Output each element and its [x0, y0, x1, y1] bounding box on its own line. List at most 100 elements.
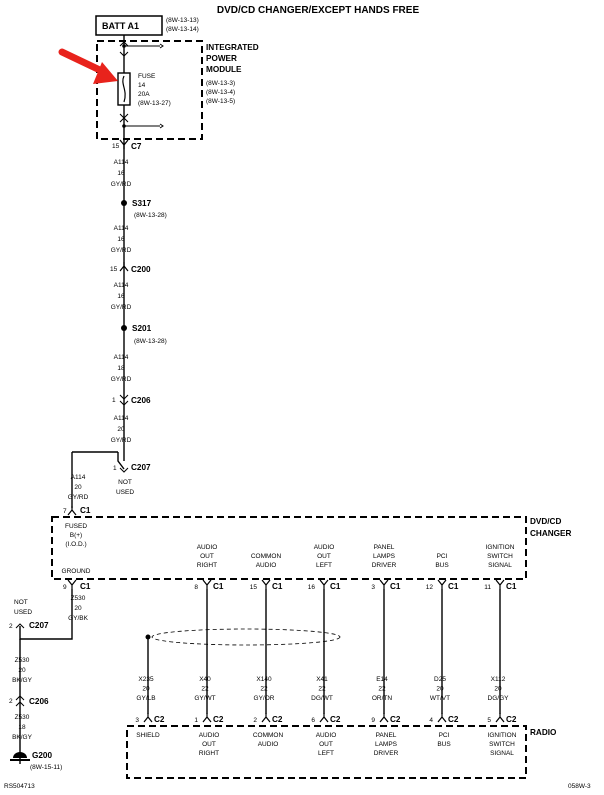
s317-name: S317 — [132, 199, 152, 208]
wire-label: X140 — [256, 676, 272, 683]
radio-pin-connector: C2 — [506, 715, 517, 724]
c206a-pin: 1 — [112, 397, 116, 404]
connector-fork-icon — [495, 713, 505, 723]
dvd-pin-connector: C1 — [390, 582, 401, 591]
seg1-circuit: A114 — [114, 159, 129, 166]
dvd-pin-label: AUDIO — [256, 562, 277, 569]
fused-label-2: B(+) — [70, 532, 82, 539]
radio-pin-connector: C2 — [330, 715, 341, 724]
radio-pin-number: 9 — [371, 717, 375, 724]
dvd-pin-label: OUT — [317, 553, 331, 560]
dvd-pin-number: 3 — [371, 584, 375, 591]
wire-label: 20 — [494, 686, 502, 693]
wire-label: GY/OR — [254, 695, 275, 702]
dvd-changer-box — [51, 516, 527, 580]
c207b-pin: 2 — [9, 623, 13, 630]
connector-fork-icon — [379, 713, 389, 723]
fused-label-3: (I.O.D.) — [65, 541, 86, 548]
dvd-pin-label: PCI — [437, 553, 448, 560]
radio-pin-label: RIGHT — [199, 750, 219, 757]
fuse-label-2: 14 — [138, 82, 146, 89]
splice-dot-icon — [121, 200, 127, 206]
radio-pin-label: LEFT — [318, 750, 334, 757]
wire-label: DG/GY — [488, 695, 510, 702]
seg4-circuit: A114 — [114, 354, 129, 361]
wire-label: E14 — [376, 676, 388, 683]
radio-pin-label: LAMPS — [375, 741, 398, 748]
wire-label: WT/VT — [430, 695, 450, 702]
radio-pin-label: IGNITION — [488, 732, 517, 739]
wire-label: DG/WT — [311, 695, 333, 702]
radio-box — [126, 725, 527, 779]
radio-pin-number: 1 — [194, 717, 198, 724]
radio-pin-label: OUT — [319, 741, 333, 748]
seg8-color: BK/GY — [12, 677, 33, 684]
fuse-label-1: FUSE — [138, 73, 156, 80]
dvd-pin-connector: C1 — [272, 582, 283, 591]
c200-name: C200 — [131, 265, 151, 274]
wire-label: 20 — [142, 686, 150, 693]
wire-label: 22 — [378, 686, 386, 693]
dvd-pin-label: LAMPS — [373, 553, 396, 560]
dvd-pin-connector: C1 — [213, 582, 224, 591]
connector-fork-icon — [495, 579, 505, 589]
seg9-gauge: 18 — [18, 724, 26, 731]
radio-pin-connector: C2 — [390, 715, 401, 724]
seg7-color: GY/BK — [68, 615, 89, 622]
dvd-pin-label: SIGNAL — [488, 562, 512, 569]
c1-fused-pin: 7 — [63, 508, 67, 515]
c206b-pin: 2 — [9, 698, 13, 705]
ground-symbol-icon — [10, 752, 30, 761]
dvd-pin-label: COMMON — [251, 553, 282, 560]
fuse-label-3: 20A — [138, 91, 150, 98]
radio-pin-label: BUS — [437, 741, 451, 748]
s201-ref: (8W-13-28) — [134, 338, 167, 345]
seg6-color: GY/RD — [68, 494, 89, 501]
dvd-pin-label: PANEL — [374, 544, 395, 551]
seg5-gauge: 20 — [117, 426, 125, 433]
dvd-changer-name-2: CHANGER — [530, 529, 571, 538]
c200-pin: 15 — [110, 266, 118, 273]
wire-label: 22 — [201, 686, 209, 693]
seg3-gauge: 16 — [117, 293, 125, 300]
connector-fork-icon — [202, 579, 212, 589]
footer-left: RS504713 — [4, 783, 35, 790]
radio-pin-label: SWITCH — [489, 741, 515, 748]
batt-label: BATT A1 — [102, 21, 139, 31]
c7-name: C7 — [131, 142, 142, 151]
fused-label-1: FUSED — [65, 523, 87, 530]
dvd-pin-label: SWITCH — [487, 553, 513, 560]
seg4-color: GY/RD — [111, 376, 132, 383]
radio-pin-label: COMMON — [253, 732, 284, 739]
dvd-pin-label: DRIVER — [372, 562, 397, 569]
seg6-circuit: A114 — [71, 474, 86, 481]
dvd-pin-label: LEFT — [316, 562, 332, 569]
dvd-pin-connector: C1 — [448, 582, 459, 591]
c7-pin: 15 — [112, 143, 120, 150]
dvd-pin-label: IGNITION — [486, 544, 515, 551]
radio-pin-connector: C2 — [272, 715, 283, 724]
connector-fork-icon — [319, 579, 329, 589]
wire-label: OR/TN — [372, 695, 393, 702]
seg9-circuit: Z530 — [15, 714, 30, 721]
radio-name: RADIO — [530, 728, 557, 737]
radio-pin-connector: C2 — [154, 715, 165, 724]
dvd-ground-label: GROUND — [62, 568, 91, 575]
radio-pin-label: OUT — [202, 741, 216, 748]
ipm-label-2: POWER — [206, 54, 237, 63]
dvd-pin-number: 11 — [484, 584, 491, 591]
dvd-pin-label: RIGHT — [197, 562, 217, 569]
wire-label: 22 — [260, 686, 268, 693]
fuse-icon — [117, 72, 131, 106]
ipm-label-1: INTEGRATED — [206, 43, 259, 52]
radio-pin-label: DRIVER — [374, 750, 399, 757]
seg2-gauge: 16 — [117, 236, 125, 243]
radio-pin-label: AUDIO — [258, 741, 279, 748]
radio-pin-label: AUDIO — [316, 732, 337, 739]
radio-pin-label: PCI — [439, 732, 450, 739]
ipm-ref-3: (8W-13-5) — [206, 98, 235, 105]
shielded-cable-ellipse — [151, 628, 341, 646]
radio-pin-label: PANEL — [376, 732, 397, 739]
c207b-note-2: USED — [14, 609, 32, 616]
